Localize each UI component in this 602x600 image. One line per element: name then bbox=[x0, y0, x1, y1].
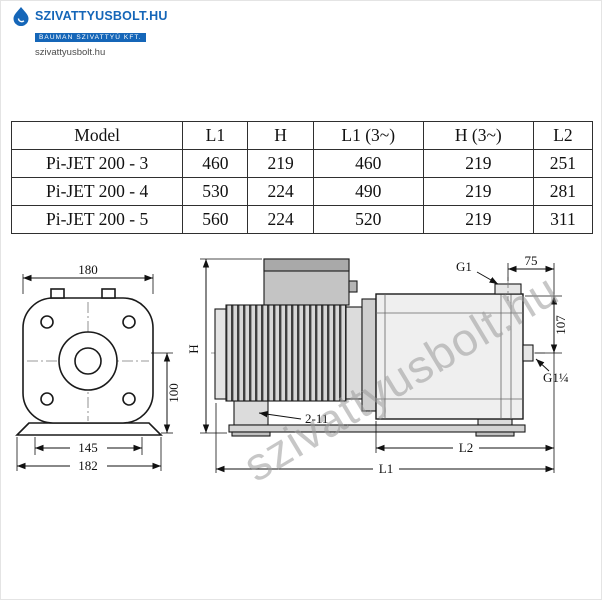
cell-h: 219 bbox=[247, 149, 314, 178]
cable-gland bbox=[348, 280, 358, 293]
table-header-row: Model L1 H L1 (3~) H (3~) L2 bbox=[10, 121, 594, 150]
dim-l1-label: L1 bbox=[379, 461, 393, 476]
table-row: Pi-JET 200 - 4 530 224 490 219 281 bbox=[10, 177, 594, 206]
logo-row: SZIVATTYUSBOLT.HU bbox=[11, 6, 168, 26]
cell-l1-3ph: 490 bbox=[312, 177, 424, 206]
cell-l2: 251 bbox=[532, 149, 594, 178]
logo-title: SZIVATTYUSBOLT.HU bbox=[35, 9, 168, 23]
dim-l2-label: L2 bbox=[459, 440, 473, 455]
technical-drawing: 180 100 145 18 bbox=[15, 253, 569, 491]
discharge-thread-callout: G1¼ bbox=[535, 358, 569, 385]
pump-front-view: 180 100 145 18 bbox=[15, 262, 181, 473]
cell-l1-3ph: 520 bbox=[312, 205, 424, 234]
label-2-11: 2-11 bbox=[305, 411, 328, 426]
table-row: Pi-JET 200 - 3 460 219 460 219 251 bbox=[10, 149, 594, 178]
cell-l1-3ph: 460 bbox=[312, 149, 424, 178]
motor-end-cap bbox=[214, 308, 227, 400]
bolt-hole bbox=[122, 392, 136, 406]
dimensions-table: Model L1 H L1 (3~) H (3~) L2 Pi-JET 200 … bbox=[10, 121, 594, 234]
col-header-model: Model bbox=[10, 121, 184, 150]
dim-182-label: 182 bbox=[78, 458, 98, 473]
cell-l2: 281 bbox=[532, 177, 594, 206]
front-lug-left bbox=[50, 288, 65, 299]
front-lug-right bbox=[101, 288, 116, 299]
foot-pad-right bbox=[475, 431, 515, 437]
droplet-logo-icon bbox=[13, 7, 29, 26]
cell-h: 224 bbox=[247, 205, 314, 234]
cell-model: Pi-JET 200 - 5 bbox=[10, 205, 184, 234]
col-header-l1: L1 bbox=[182, 121, 249, 150]
bolt-hole bbox=[40, 315, 54, 329]
cell-l1: 560 bbox=[182, 205, 249, 234]
motor-foot bbox=[233, 400, 269, 426]
port-offset-dimension: 75 bbox=[507, 253, 554, 281]
col-header-h-3ph: H (3~) bbox=[422, 121, 534, 150]
logo: SZIVATTYUSBOLT.HU BAUMAN SZIVATTYÚ KFT. … bbox=[11, 6, 168, 58]
cell-l1: 460 bbox=[182, 149, 249, 178]
cell-h-3ph: 219 bbox=[422, 205, 534, 234]
l2-dimension: L2 bbox=[375, 421, 554, 455]
suction-port-circle bbox=[74, 347, 102, 375]
logo-tagline: BAUMAN SZIVATTYÚ KFT. bbox=[35, 33, 146, 42]
dim-h-label: H bbox=[186, 344, 201, 353]
dim-100-label: 100 bbox=[166, 383, 181, 403]
cell-h-3ph: 219 bbox=[422, 149, 534, 178]
cell-h-3ph: 219 bbox=[422, 177, 534, 206]
cell-h: 224 bbox=[247, 177, 314, 206]
discharge-port bbox=[522, 344, 534, 362]
pump-foot bbox=[477, 418, 513, 426]
mounting-holes-callout: 2-11 bbox=[258, 411, 328, 426]
suction-thread-callout: G1 bbox=[456, 259, 499, 285]
col-header-l1-3ph: L1 (3~) bbox=[312, 121, 424, 150]
col-header-l2: L2 bbox=[532, 121, 594, 150]
front-width-dimension: 180 bbox=[22, 262, 154, 294]
front-feet bbox=[15, 422, 163, 436]
base-plate bbox=[228, 424, 526, 433]
l1-dimension: L1 bbox=[215, 403, 554, 476]
cell-l1: 530 bbox=[182, 177, 249, 206]
cell-l2: 311 bbox=[532, 205, 594, 234]
motor-cooling-fins bbox=[225, 304, 347, 402]
front-height-dimension: 100 bbox=[151, 352, 181, 434]
port-height-dimension: 107 bbox=[525, 295, 568, 354]
pump-side-view: H G1 75 107 bbox=[186, 253, 569, 476]
side-height-dimension: H bbox=[186, 258, 262, 434]
pump-casing bbox=[375, 293, 524, 420]
dim-145-label: 145 bbox=[78, 440, 98, 455]
dim-75-label: 75 bbox=[525, 253, 538, 268]
terminal-box-lid bbox=[263, 258, 350, 272]
cell-model: Pi-JET 200 - 4 bbox=[10, 177, 184, 206]
bolt-hole bbox=[40, 392, 54, 406]
cell-model: Pi-JET 200 - 3 bbox=[10, 149, 184, 178]
table-row: Pi-JET 200 - 5 560 224 520 219 311 bbox=[10, 205, 594, 234]
col-header-h: H bbox=[247, 121, 314, 150]
bolt-hole bbox=[122, 315, 136, 329]
dim-107-label: 107 bbox=[553, 315, 568, 335]
label-g1: G1 bbox=[456, 259, 472, 274]
logo-site-url: szivattyusbolt.hu bbox=[35, 47, 106, 58]
foot-pad-left bbox=[231, 431, 271, 437]
dim-180-label: 180 bbox=[78, 262, 98, 277]
label-g1-quarter: G1¼ bbox=[543, 370, 569, 385]
front-holes-dimension: 145 bbox=[34, 437, 143, 455]
front-overall-dimension: 182 bbox=[16, 437, 162, 473]
